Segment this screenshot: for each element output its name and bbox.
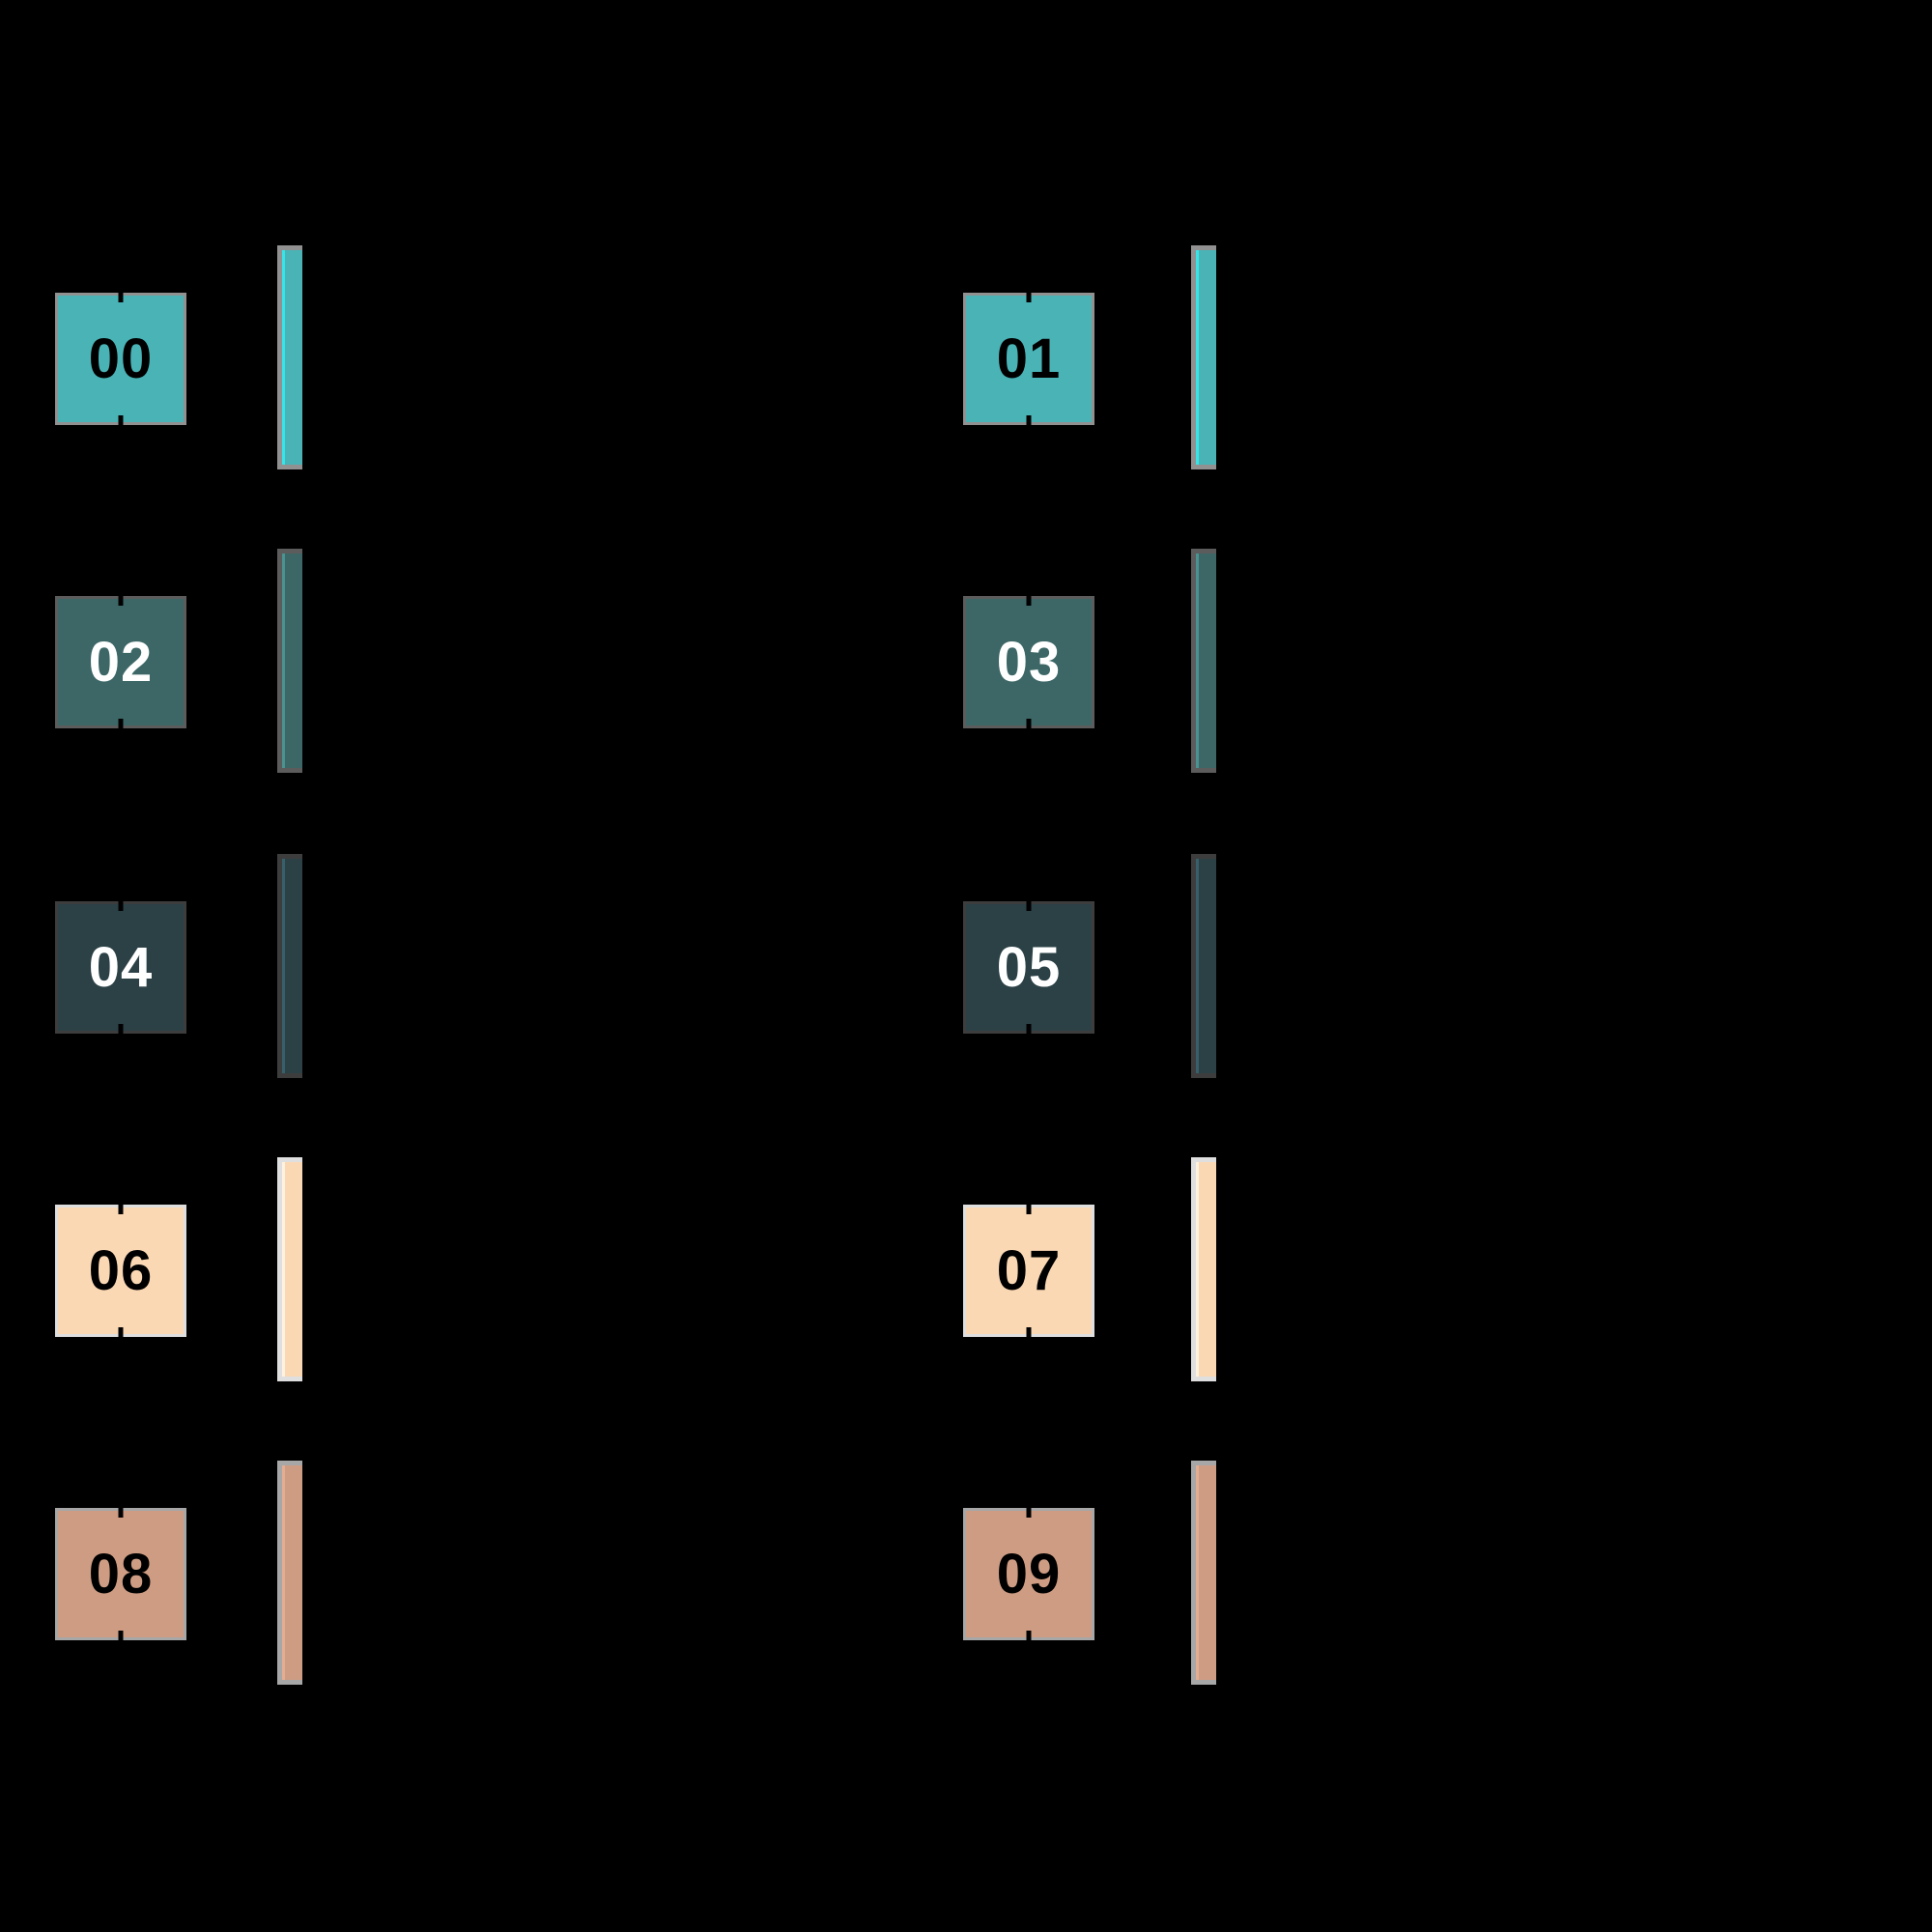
tick-mark-icon bbox=[118, 415, 124, 425]
swatch-label: 00 bbox=[88, 327, 154, 390]
color-swatch: 08 bbox=[55, 1508, 186, 1640]
swatch-label: 08 bbox=[88, 1542, 154, 1605]
color-bar bbox=[1191, 854, 1216, 1078]
palette-panel-00: 00 bbox=[55, 245, 326, 469]
color-swatch: 01 bbox=[963, 293, 1094, 425]
palette-panel-01: 01 bbox=[963, 245, 1234, 469]
tick-mark-icon bbox=[118, 1024, 124, 1034]
bar-accent-line bbox=[282, 1465, 285, 1680]
color-swatch: 04 bbox=[55, 901, 186, 1034]
swatch-label: 01 bbox=[996, 327, 1062, 390]
tick-mark-icon bbox=[1026, 719, 1032, 728]
tick-mark-icon bbox=[118, 1508, 124, 1518]
color-bar bbox=[1191, 1461, 1216, 1685]
color-bar bbox=[277, 1461, 302, 1685]
color-bar bbox=[1191, 549, 1216, 773]
bar-accent-line bbox=[282, 1162, 285, 1377]
color-swatch: 00 bbox=[55, 293, 186, 425]
color-bar bbox=[277, 1157, 302, 1381]
swatch-label: 04 bbox=[88, 935, 154, 999]
tick-mark-icon bbox=[1026, 1508, 1032, 1518]
tick-mark-icon bbox=[1026, 415, 1032, 425]
tick-mark-icon bbox=[1026, 293, 1032, 302]
bar-accent-line bbox=[282, 859, 285, 1073]
color-bar bbox=[1191, 1157, 1216, 1381]
color-swatch: 06 bbox=[55, 1205, 186, 1337]
tick-mark-icon bbox=[118, 293, 124, 302]
tick-mark-icon bbox=[1026, 1327, 1032, 1337]
palette-panel-03: 03 bbox=[963, 549, 1234, 773]
tick-mark-icon bbox=[118, 596, 124, 606]
tick-mark-icon bbox=[1026, 1024, 1032, 1034]
palette-panel-07: 07 bbox=[963, 1157, 1234, 1381]
palette-panel-08: 08 bbox=[55, 1461, 326, 1685]
color-swatch: 09 bbox=[963, 1508, 1094, 1640]
palette-panel-02: 02 bbox=[55, 549, 326, 773]
palette-panel-06: 06 bbox=[55, 1157, 326, 1381]
color-bar bbox=[277, 245, 302, 469]
tick-mark-icon bbox=[1026, 1205, 1032, 1214]
color-bar bbox=[277, 854, 302, 1078]
color-bar bbox=[277, 549, 302, 773]
tick-mark-icon bbox=[118, 1205, 124, 1214]
palette-panel-05: 05 bbox=[963, 854, 1234, 1078]
bar-accent-line bbox=[282, 554, 285, 768]
color-bar bbox=[1191, 245, 1216, 469]
tick-mark-icon bbox=[118, 719, 124, 728]
color-swatch: 05 bbox=[963, 901, 1094, 1034]
palette-panel-04: 04 bbox=[55, 854, 326, 1078]
tick-mark-icon bbox=[118, 901, 124, 911]
bar-accent-line bbox=[1196, 1465, 1199, 1680]
swatch-label: 05 bbox=[996, 935, 1062, 999]
swatch-label: 09 bbox=[996, 1542, 1062, 1605]
tick-mark-icon bbox=[1026, 596, 1032, 606]
tick-mark-icon bbox=[1026, 901, 1032, 911]
swatch-label: 07 bbox=[996, 1238, 1062, 1302]
bar-accent-line bbox=[1196, 250, 1199, 465]
color-swatch: 03 bbox=[963, 596, 1094, 728]
color-swatch: 02 bbox=[55, 596, 186, 728]
bar-accent-line bbox=[1196, 554, 1199, 768]
swatch-label: 06 bbox=[88, 1238, 154, 1302]
bar-accent-line bbox=[1196, 859, 1199, 1073]
palette-panel-09: 09 bbox=[963, 1461, 1234, 1685]
tick-mark-icon bbox=[118, 1631, 124, 1640]
swatch-label: 03 bbox=[996, 630, 1062, 694]
bar-accent-line bbox=[282, 250, 285, 465]
tick-mark-icon bbox=[1026, 1631, 1032, 1640]
color-swatch: 07 bbox=[963, 1205, 1094, 1337]
swatch-label: 02 bbox=[88, 630, 154, 694]
tick-mark-icon bbox=[118, 1327, 124, 1337]
bar-accent-line bbox=[1196, 1162, 1199, 1377]
